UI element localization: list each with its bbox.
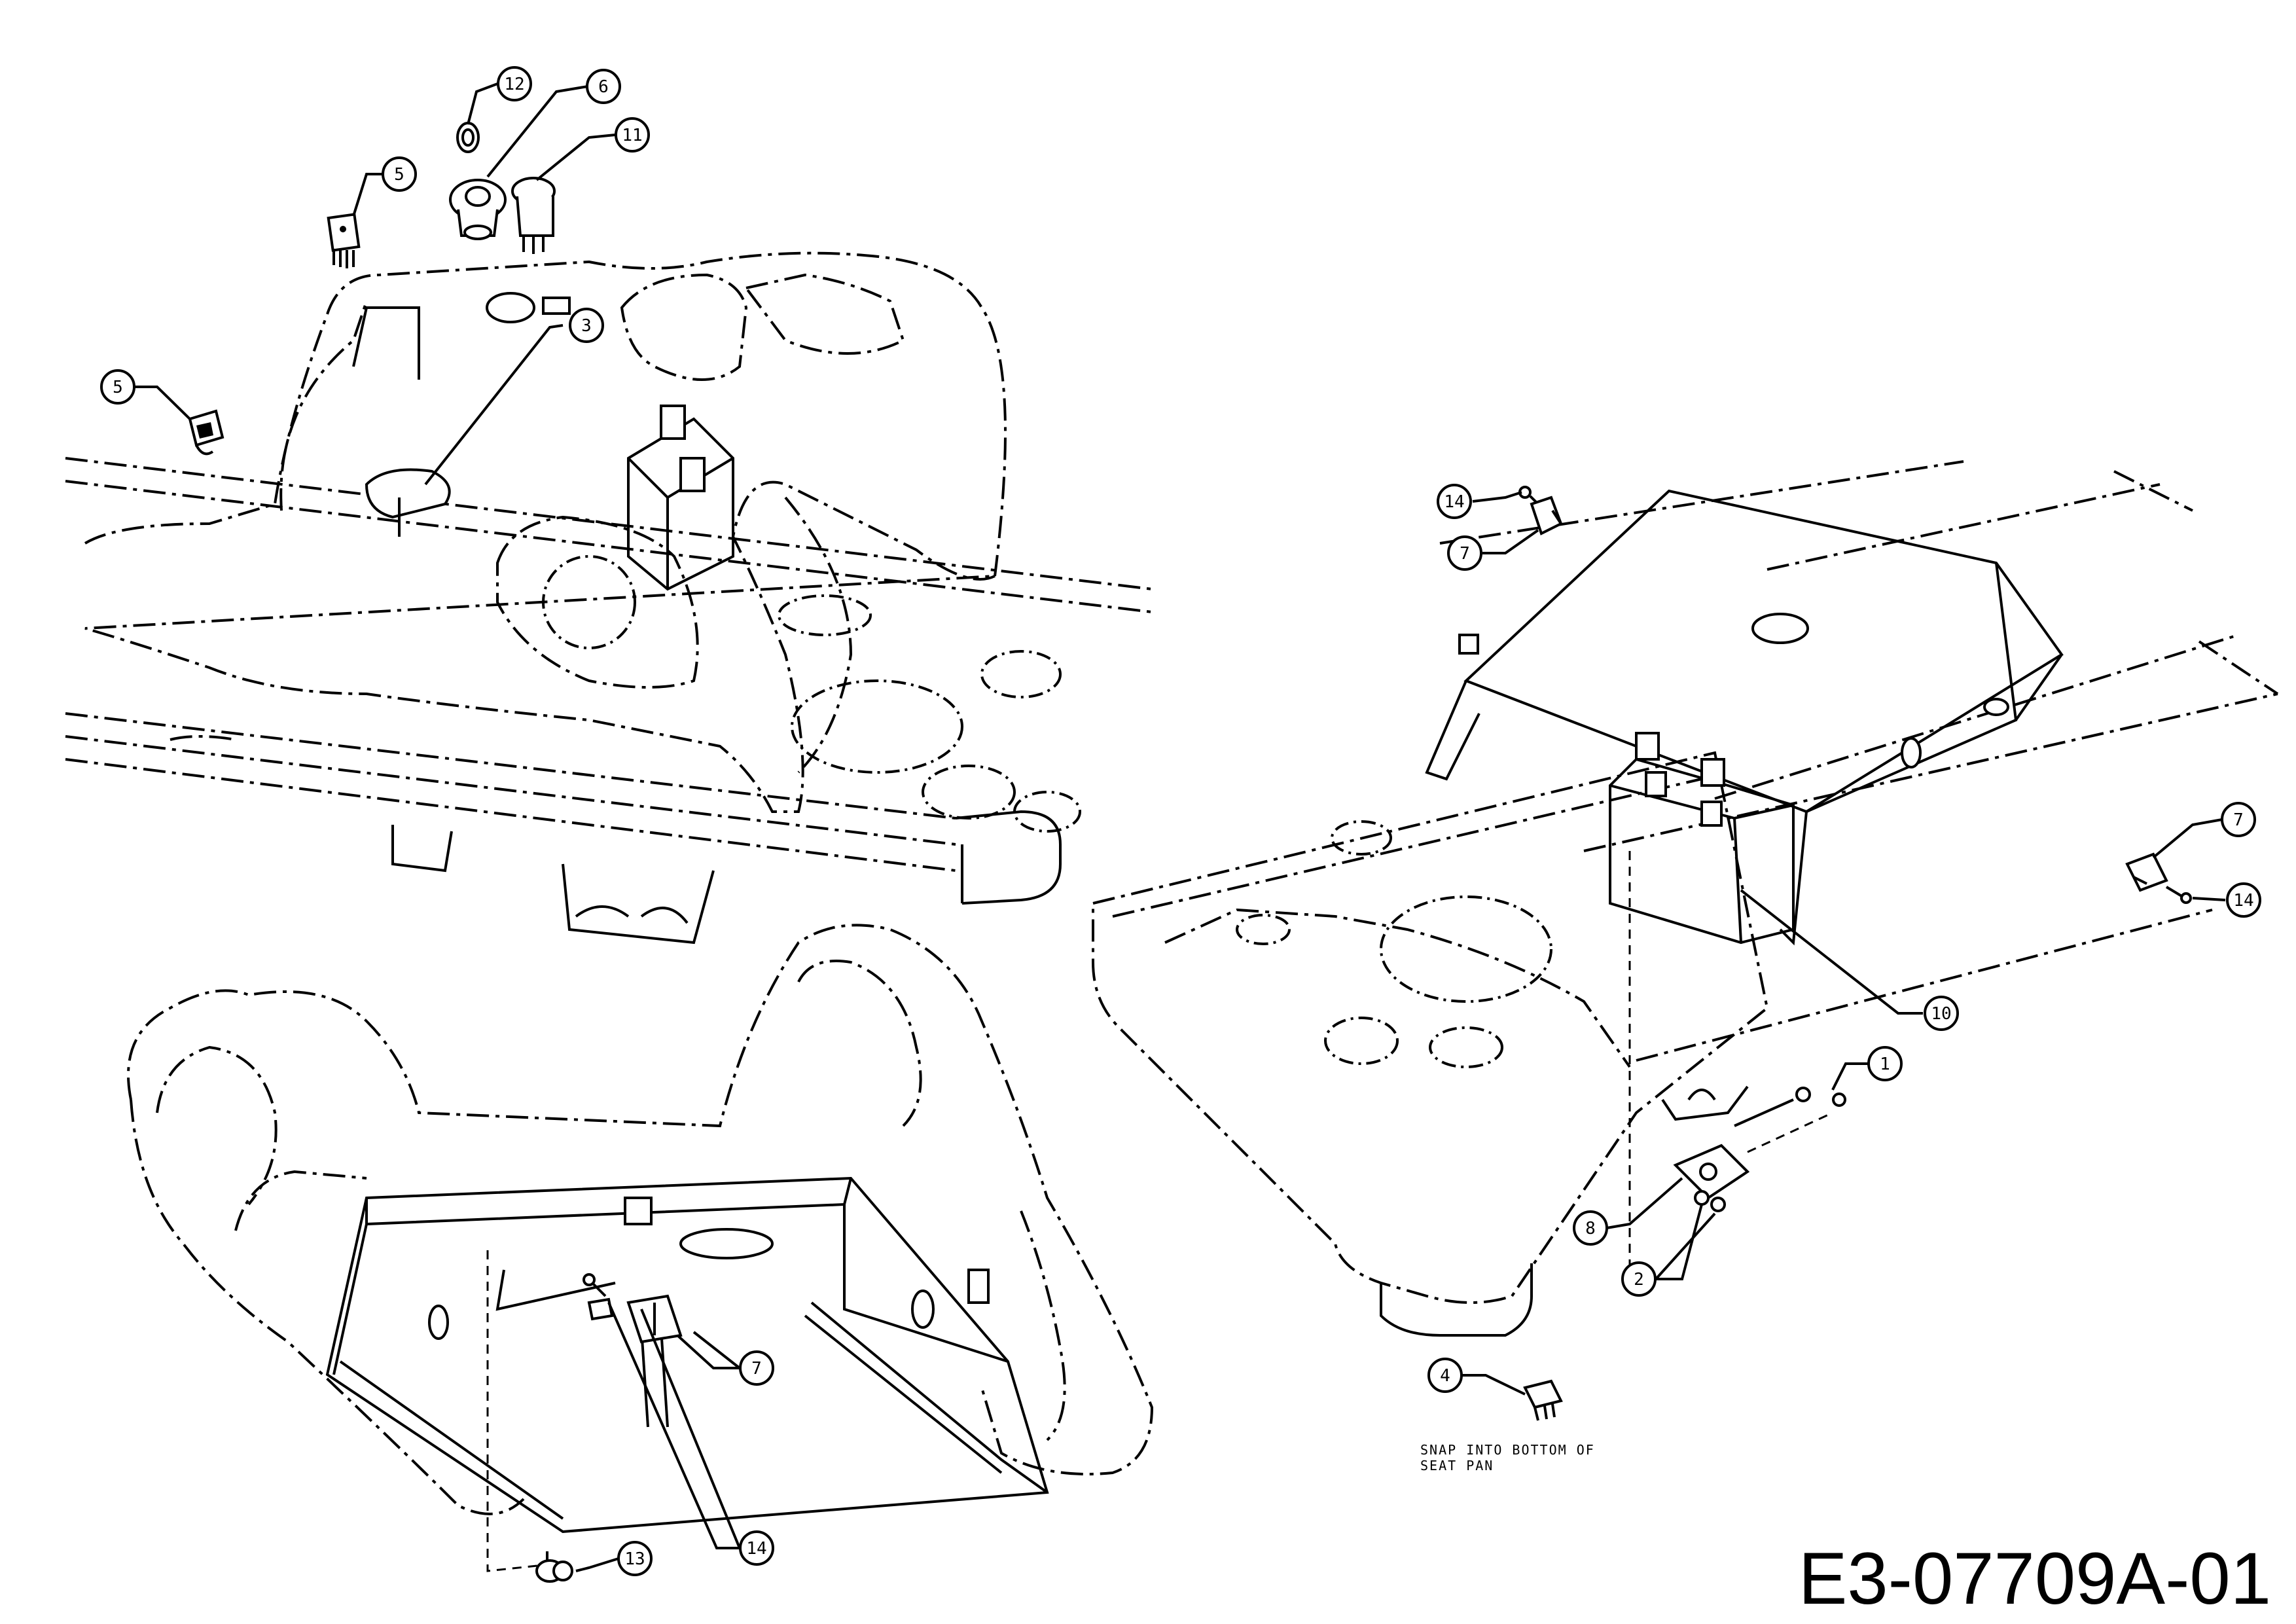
fender-outline [84,251,1007,813]
svg-text:7: 7 [751,1359,762,1379]
svg-text:13: 13 [624,1549,645,1569]
part-12-nut [456,122,480,153]
svg-text:14: 14 [1444,492,1464,512]
callout-7a: 7 [1447,535,1482,571]
part-7c-switch [587,1294,683,1344]
note-line-1: SNAP INTO BOTTOM OF [1420,1442,1595,1458]
svg-text:14: 14 [746,1539,766,1559]
svg-text:10: 10 [1931,1004,1951,1024]
part-7b-switch [2125,852,2168,892]
callout-5b: 5 [100,369,135,405]
svg-text:7: 7 [2233,810,2244,830]
svg-text:12: 12 [504,75,524,94]
svg-text:2: 2 [1634,1270,1644,1290]
callout-3: 3 [569,308,604,343]
svg-text:6: 6 [598,77,609,97]
part-13-plug [535,1551,573,1583]
svg-text:5: 5 [113,378,123,397]
svg-text:11: 11 [622,126,642,145]
callout-1: 1 [1867,1046,1903,1081]
callout-14a: 14 [1437,484,1472,519]
fender-underside [127,924,1154,1515]
callout-5a: 5 [382,156,417,192]
callout-13: 13 [617,1541,653,1576]
part-14b-screw [2165,886,2192,904]
part-14c-screw [583,1273,607,1297]
callout-11: 11 [615,117,650,153]
right-view [1092,460,2279,1337]
part-6-key-switch [449,179,507,240]
svg-text:7: 7 [1460,544,1470,564]
svg-text:3: 3 [581,316,592,336]
svg-text:5: 5 [394,165,404,185]
callout-14c: 14 [739,1530,774,1566]
frame-right [1092,751,1769,1304]
note-line-2: SEAT PAN [1420,1458,1494,1473]
callout-7c: 7 [739,1350,774,1386]
leader-lines [134,82,2226,1572]
part-7a-switch [1530,496,1563,535]
callout-12: 12 [497,66,532,101]
svg-text:1: 1 [1880,1055,1890,1074]
callout-4: 4 [1427,1358,1463,1393]
battery-top-left [627,417,734,591]
top-left-view [65,251,1153,945]
harness-3 [365,468,451,519]
svg-text:4: 4 [1440,1366,1450,1386]
callout-2: 2 [1621,1261,1657,1297]
frame-rail-upper [65,457,1153,590]
part-5b-switch [188,409,224,456]
battery-right [1609,757,1795,945]
callout-7b: 7 [2221,802,2256,837]
bottom-left-view [127,924,1154,1572]
part-11-pto-switch [511,177,556,254]
part-5a-switch [327,213,361,268]
svg-text:14: 14 [2233,891,2253,911]
callout-8: 8 [1573,1210,1608,1246]
callout-6: 6 [586,69,621,104]
part-1-bolt [1734,1087,1846,1127]
callout-14b: 14 [2226,882,2261,918]
svg-text:8: 8 [1585,1219,1596,1238]
part-4-seat-switch [1523,1379,1563,1421]
control-panel [1463,489,2064,814]
document-code: E3-07709A-01 [1799,1538,2271,1619]
callout-10: 10 [1924,996,1959,1031]
